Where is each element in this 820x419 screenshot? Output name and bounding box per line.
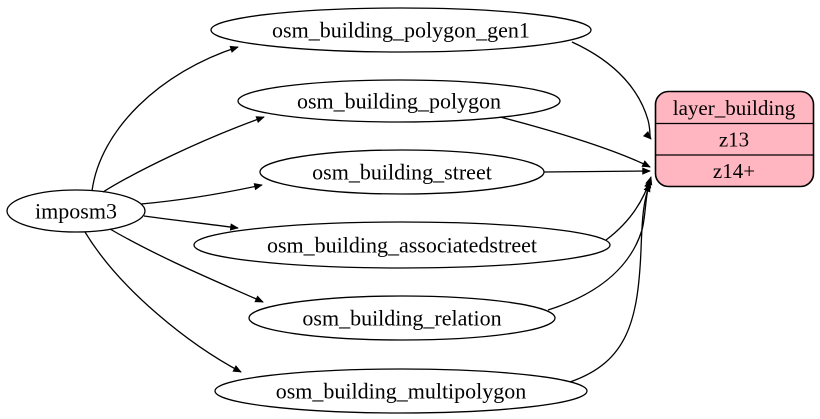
osm_building_associatedstreet-ellipse — [193, 221, 611, 269]
edge-imposm3-osm_building_polygon — [102, 116, 265, 193]
osm_building_polygon_gen1-label: osm_building_polygon_gen1 — [272, 18, 530, 43]
osm_building_relation-label: osm_building_relation — [302, 306, 501, 331]
edge-imposm3-osm_building_street — [140, 183, 263, 205]
layer_building-box — [654, 90, 815, 188]
osm_building_street-ellipse — [259, 149, 545, 195]
edge-imposm3-osm_building_polygon_gen1 — [91, 45, 239, 192]
node-osm_building_polygon: osm_building_polygon — [237, 79, 561, 123]
node-osm_building_relation: osm_building_relation — [248, 295, 556, 341]
osm_building_multipolygon-ellipse — [214, 368, 588, 414]
layer_building-title: layer_building — [673, 96, 796, 120]
edge-imposm3-osm_building_multipolygon — [84, 231, 242, 373]
edge-osm_building_polygon-layer_building-z14 — [499, 116, 651, 168]
osm_building_relation-ellipse — [248, 295, 556, 341]
edge-osm_building_street-layer_building-z14 — [543, 167, 651, 175]
layer_building-row-z13: z13 — [719, 128, 749, 152]
edge-osm_building_polygon_gen1-layer_building-z13 — [571, 41, 652, 140]
osm_building_polygon_gen1-ellipse — [210, 7, 592, 53]
osm_building_polygon-label: osm_building_polygon — [297, 89, 501, 114]
osm_building_polygon-ellipse — [237, 79, 561, 123]
node-osm_building_polygon_gen1: osm_building_polygon_gen1 — [210, 7, 592, 53]
imposm3-label: imposm3 — [35, 199, 117, 224]
node-osm_building_associatedstreet: osm_building_associatedstreet — [193, 221, 611, 269]
edge-imposm3-osm_building_associatedstreet — [143, 215, 239, 231]
node-osm_building_multipolygon: osm_building_multipolygon — [214, 368, 588, 414]
node-osm_building_street: osm_building_street — [259, 149, 545, 195]
edge-osm_building_multipolygon-layer_building-z14 — [569, 183, 651, 383]
node-imposm3: imposm3 — [6, 189, 146, 233]
layer_building-row-z14: z14+ — [713, 159, 755, 183]
imposm3-ellipse — [6, 189, 146, 233]
edge-layer — [84, 41, 653, 383]
node-layer_building: layer_building z13 z14+ — [654, 90, 815, 188]
osm_building_multipolygon-label: osm_building_multipolygon — [276, 379, 527, 404]
edge-osm_building_relation-layer_building-z14 — [547, 179, 652, 311]
edge-imposm3-osm_building_relation — [109, 228, 264, 303]
osm_building_associatedstreet-label: osm_building_associatedstreet — [267, 233, 537, 258]
osm_building_street-label: osm_building_street — [312, 160, 492, 185]
